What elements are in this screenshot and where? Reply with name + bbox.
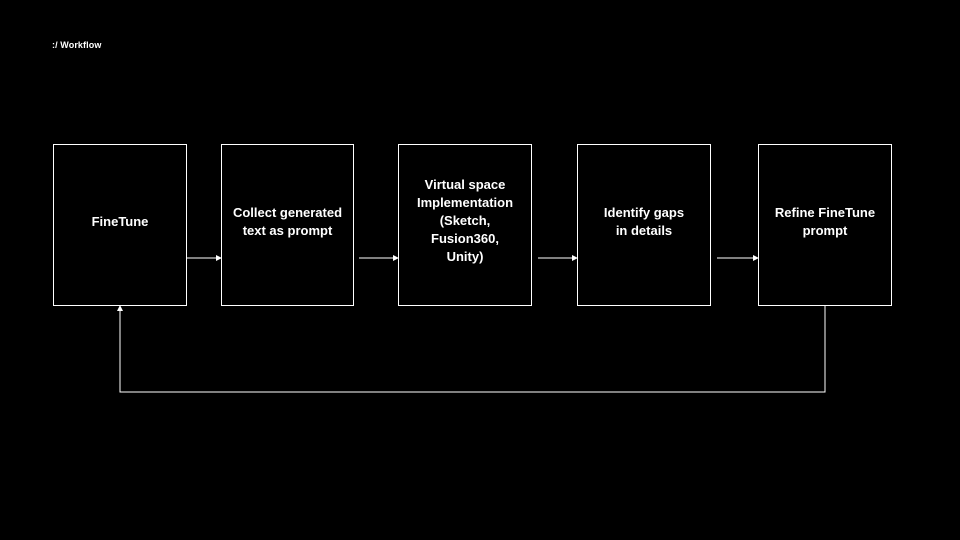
arrowhead-icon bbox=[216, 255, 222, 261]
edge-refine-to-finetune bbox=[119, 306, 826, 393]
arrowhead-icon bbox=[393, 255, 399, 261]
node-collect-generated-text-label: Collect generated text as prompt bbox=[232, 205, 343, 238]
slide-title: :/ Workflow bbox=[52, 40, 102, 50]
node-collect-generated-text: Collect generated text as prompt bbox=[221, 144, 354, 306]
node-virtual-space-implementation-label: Virtual space Implementation (Sketch, Fu… bbox=[416, 177, 514, 264]
arrowhead-icon bbox=[117, 305, 123, 311]
node-identify-gaps: Identify gaps in details bbox=[577, 144, 711, 306]
arrowhead-icon bbox=[753, 255, 759, 261]
node-finetune-label: FineTune bbox=[91, 214, 149, 229]
node-virtual-space-implementation: Virtual space Implementation (Sketch, Fu… bbox=[398, 144, 532, 306]
node-refine-finetune-prompt-label: Refine FineTune prompt bbox=[774, 205, 876, 238]
node-refine-finetune-prompt: Refine FineTune prompt bbox=[758, 144, 892, 306]
node-identify-gaps-label: Identify gaps in details bbox=[603, 205, 685, 238]
arrowhead-icon bbox=[572, 255, 578, 261]
